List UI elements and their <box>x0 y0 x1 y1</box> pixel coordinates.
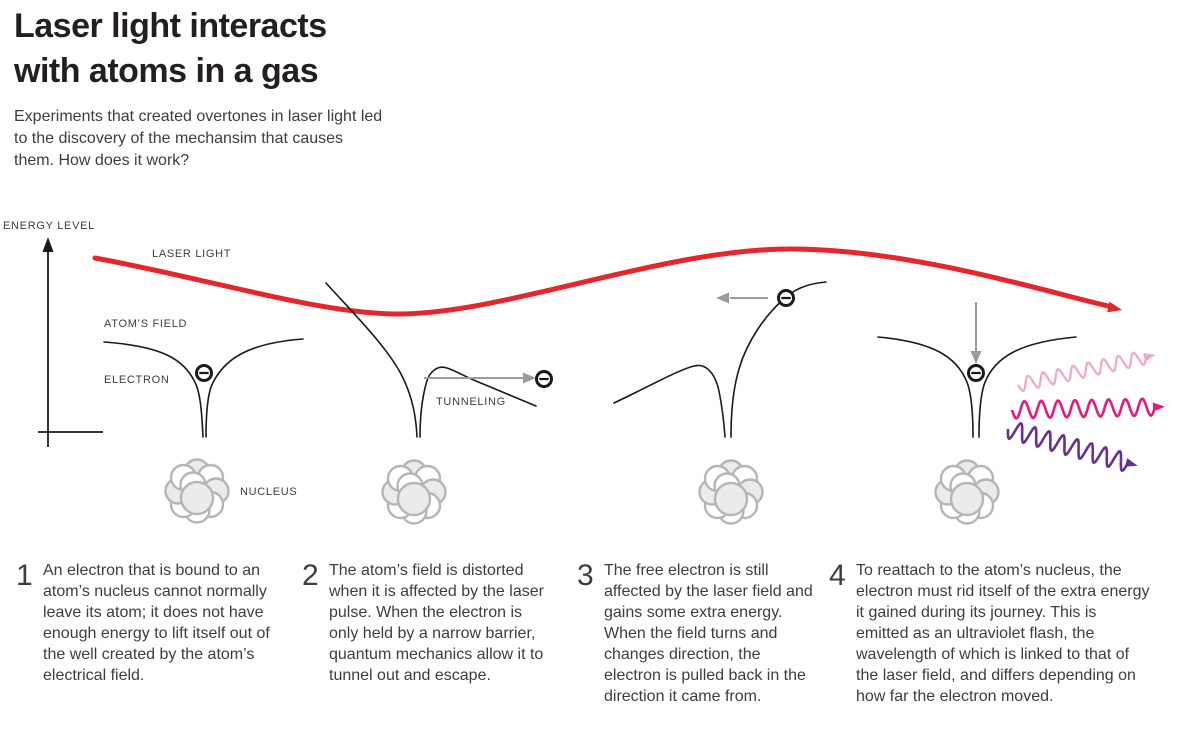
step-text: The atom’s field is distorted when it is… <box>329 562 544 684</box>
step-number: 2 <box>302 559 319 592</box>
electron-symbol-1 <box>195 364 213 382</box>
nucleus-icon-4 <box>934 459 1000 525</box>
electron-symbol-3 <box>777 289 795 307</box>
nucleus-icon-2 <box>381 459 447 525</box>
nucleus-icon-1 <box>164 458 230 524</box>
tunneling-arrowhead-icon <box>523 372 536 384</box>
potential-well-1 <box>205 338 304 438</box>
step-2: 2 The atom’s field is distorted when it … <box>302 560 554 686</box>
uv-wave-short-arrowhead-icon <box>1143 353 1156 362</box>
laser-arrowhead-icon <box>1107 301 1122 313</box>
emitted-light-waves <box>1006 351 1165 473</box>
step-number: 1 <box>16 559 33 592</box>
step-text: The free electron is still affected by t… <box>604 562 813 705</box>
page-title: Laser light interacts with atoms in a ga… <box>14 7 327 90</box>
axis-arrowhead-icon <box>42 237 54 252</box>
electron-label: ELECTRON <box>104 374 170 386</box>
tunneling-label: TUNNELING <box>436 396 506 408</box>
step-number: 4 <box>829 559 846 592</box>
step-number: 3 <box>577 559 594 592</box>
nucleus-label: NUCLEUS <box>240 486 297 498</box>
energy-level-label: ENERGY LEVEL <box>3 220 95 232</box>
header: Laser light interacts with atoms in a ga… <box>14 4 434 172</box>
nucleus-icon-3 <box>698 459 764 525</box>
potential-well-2-right <box>419 366 537 438</box>
uv-wave-medium <box>1010 397 1157 420</box>
potential-well-1 <box>103 341 204 438</box>
electron-symbol-2 <box>535 370 553 388</box>
step-4: 4 To reattach to the atom’s nucleus, the… <box>829 560 1151 707</box>
uv-wave-long <box>1006 421 1130 473</box>
page-subtitle: Experiments that created overtones in la… <box>14 108 383 169</box>
electron-symbol-4 <box>967 364 985 382</box>
atoms-field-label: ATOM’S FIELD <box>104 318 187 330</box>
step-3: 3 The free electron is still affected by… <box>577 560 814 707</box>
return-arrowhead-icon <box>716 292 729 304</box>
physics-diagram: ENERGY LEVEL LASER LIGHT ATOM’S FIELD EL… <box>3 220 1165 525</box>
potential-well-3-left <box>613 364 726 438</box>
step-1: 1 An electron that is bound to an atom’s… <box>16 560 286 686</box>
laser-light-curve <box>92 246 1111 317</box>
uv-wave-medium-arrowhead-icon <box>1152 402 1165 412</box>
potential-well-2-left <box>325 282 418 438</box>
recapture-arrowhead-icon <box>970 351 982 364</box>
uv-wave-short <box>1017 351 1148 393</box>
potential-well-4 <box>978 336 1077 438</box>
step-text: To reattach to the atom’s nucleus, the e… <box>856 562 1150 705</box>
step-text: An electron that is bound to an atom’s n… <box>43 562 270 684</box>
potential-well-4 <box>877 336 974 438</box>
potential-well-3-right <box>730 281 827 438</box>
laser-light-label: LASER LIGHT <box>152 248 231 260</box>
uv-wave-long-arrowhead-icon <box>1124 458 1138 467</box>
